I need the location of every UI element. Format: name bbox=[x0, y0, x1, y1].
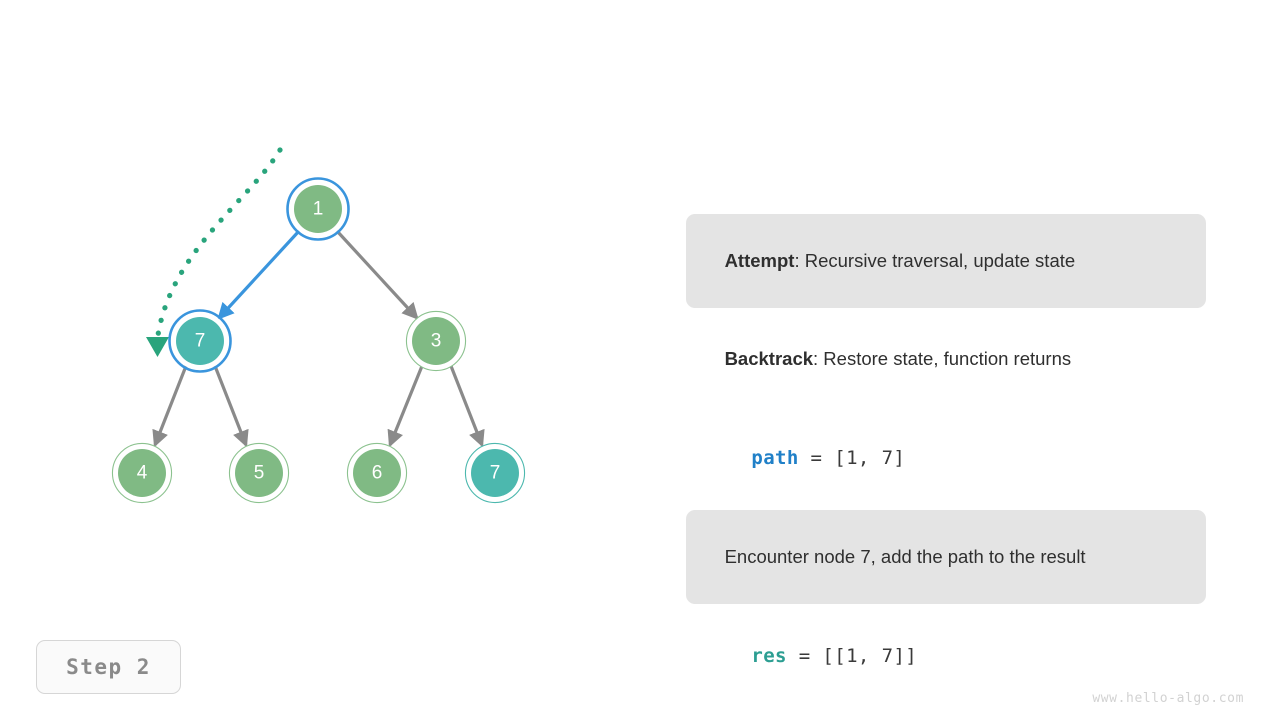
step-badge: Step 2 bbox=[36, 640, 181, 694]
tree-svg: 1 7 3 4 5 bbox=[111, 147, 526, 504]
tree-node-6[interactable]: 6 bbox=[346, 442, 408, 504]
tree-node-7-left-label: 7 bbox=[195, 331, 206, 352]
backtrack-path bbox=[146, 147, 283, 357]
variable-path-value: = [1, 7] bbox=[798, 446, 906, 469]
tree-edges bbox=[152, 229, 485, 448]
watermark: www.hello-algo.com bbox=[1092, 691, 1244, 706]
caption-row-res: res = [[1, 7]] bbox=[686, 608, 1206, 704]
tree-node-5-label: 5 bbox=[254, 463, 265, 484]
caption-encounter-text: Encounter node 7, add the path to the re… bbox=[724, 546, 1086, 568]
variable-path: path bbox=[751, 446, 799, 469]
caption-attempt-text: : Recursive traversal, update state bbox=[794, 250, 1076, 272]
tree-node-1[interactable]: 1 bbox=[286, 177, 350, 241]
tree-node-4-label: 4 bbox=[137, 463, 148, 484]
caption-row-backtrack: Backtrack: Restore state, function retur… bbox=[686, 312, 1206, 406]
tree-node-5[interactable]: 5 bbox=[228, 442, 290, 504]
variable-res: res bbox=[751, 645, 787, 668]
tree-node-3-label: 3 bbox=[431, 331, 442, 352]
caption-backtrack-keyword: Backtrack bbox=[724, 348, 814, 370]
edge-7-to-4 bbox=[152, 365, 188, 448]
tree-node-1-label: 1 bbox=[313, 199, 324, 220]
tree-node-4[interactable]: 4 bbox=[111, 442, 173, 504]
tree-node-6-label: 6 bbox=[372, 463, 383, 484]
edge-3-to-6 bbox=[387, 365, 424, 448]
caption-row-path: path = [1, 7] bbox=[686, 410, 1206, 506]
tree-node-3[interactable]: 3 bbox=[405, 310, 467, 372]
tree-node-7-left[interactable]: 7 bbox=[168, 309, 232, 373]
backtrack-arrow-icon bbox=[146, 337, 169, 357]
caption-row-attempt: Attempt: Recursive traversal, update sta… bbox=[686, 214, 1206, 309]
caption-panel: Attempt: Recursive traversal, update sta… bbox=[686, 214, 1206, 709]
tree-node-7-right-label: 7 bbox=[490, 463, 501, 484]
caption-attempt-keyword: Attempt bbox=[724, 250, 795, 272]
tree-diagram: 1 7 3 4 5 bbox=[111, 147, 526, 504]
caption-row-encounter: Encounter node 7, add the path to the re… bbox=[686, 510, 1206, 605]
caption-backtrack-text: : Restore state, function returns bbox=[813, 348, 1072, 370]
step-badge-label: Step 2 bbox=[66, 655, 151, 679]
tree-node-7-right[interactable]: 7 bbox=[464, 442, 526, 504]
edge-7-to-5 bbox=[213, 365, 249, 448]
variable-res-value: = [[1, 7]] bbox=[786, 645, 918, 668]
edge-1-to-7 bbox=[217, 229, 301, 320]
edge-3-to-7 bbox=[449, 365, 485, 448]
watermark-text: www.hello-algo.com bbox=[1092, 691, 1244, 706]
edge-1-to-3 bbox=[335, 229, 419, 320]
